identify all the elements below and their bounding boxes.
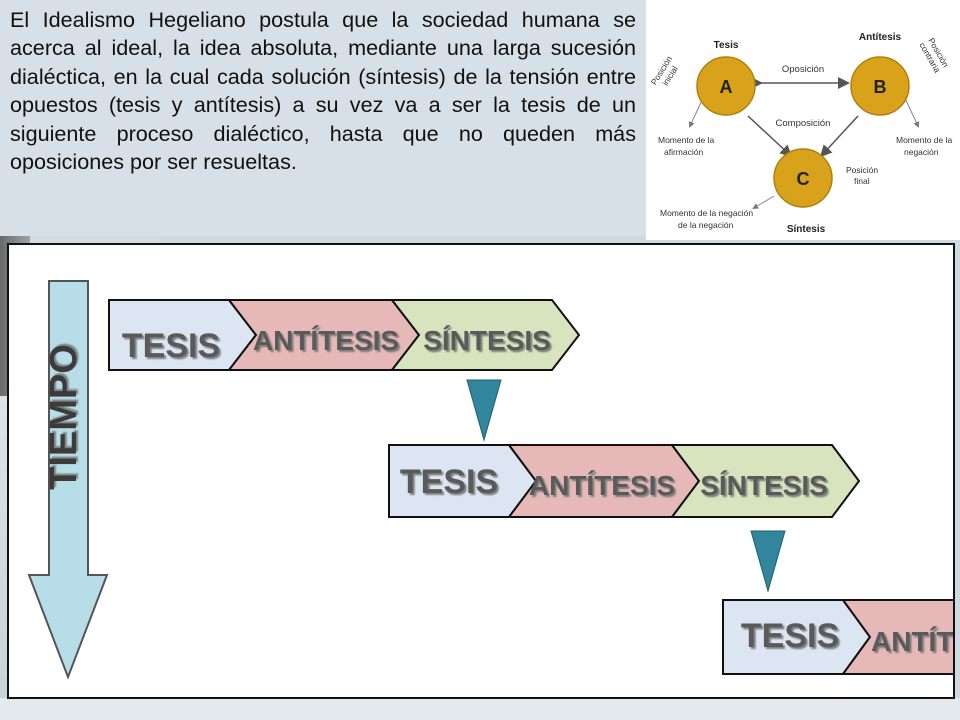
dialectic-row-3: TESIS ANTÍTESIS <box>722 599 960 675</box>
row1-tesis-label: TESIS <box>122 327 220 365</box>
row1-to-row2-connector <box>466 379 502 442</box>
dialectic-row-2: TESIS ANTÍTESIS SÍNTESIS <box>388 444 861 518</box>
bottom-strip <box>0 698 960 720</box>
node-b <box>850 56 910 116</box>
momento-afirmacion-line1: Momento de la <box>658 135 714 145</box>
antitesis-label: Antítesis <box>859 32 902 43</box>
node-b-label: B <box>874 77 887 97</box>
a-to-c-arrow <box>747 115 793 158</box>
row2-tesis-label: TESIS <box>400 463 498 501</box>
posicion-final-line2: final <box>854 176 870 186</box>
row2-antitesis-label: ANTÍTESIS <box>529 470 675 501</box>
row2-to-row3-connector <box>750 530 786 593</box>
description-paragraph: El Idealismo Hegeliano postula que la so… <box>10 7 636 175</box>
negacion-negacion-line2: de la negación <box>678 220 734 230</box>
momento-negacion-line2: negación <box>904 147 939 157</box>
row3-tesis-label: TESIS <box>741 617 839 655</box>
momento-negacion-line1: Momento de la <box>896 135 952 145</box>
small-arrow-b <box>903 95 920 128</box>
triad-svg: A B C Tesis Antítesis Síntesis Oposición… <box>649 32 953 235</box>
row1-sintesis-shape <box>389 299 581 371</box>
text-box: El Idealismo Hegeliano postula que la so… <box>0 0 646 236</box>
tiempo-label: TIEMPO <box>43 344 85 490</box>
row2-sintesis-label: SÍNTESIS <box>700 470 828 501</box>
row3-antitesis-label: ANTÍTESIS <box>871 626 953 657</box>
row2-sintesis-shape <box>670 444 861 518</box>
row3-antitesis-shape <box>841 599 960 675</box>
small-arrow-c <box>752 195 775 210</box>
composicion-label: Composición <box>776 118 831 129</box>
dialectic-row-1: TESIS ANTÍTESIS SÍNTESIS <box>108 299 581 371</box>
dialectic-triad-diagram: A B C Tesis Antítesis Síntesis Oposición… <box>646 0 960 240</box>
node-a-label: A <box>720 77 733 97</box>
node-a <box>696 56 756 116</box>
tiempo-arrow <box>27 280 109 680</box>
node-c <box>773 148 833 208</box>
b-to-c-arrow <box>819 115 859 158</box>
momento-afirmacion-line2: afirmación <box>664 147 703 157</box>
row1-sintesis-label: SÍNTESIS <box>423 325 551 356</box>
timeline-panel: TIEMPO TESIS ANTÍTESIS SÍNTESIS TESIS AN… <box>7 243 960 699</box>
posicion-final-line1: Posición <box>846 165 878 175</box>
negacion-negacion-line1: Momento de la negación <box>660 208 753 218</box>
sintesis-label: Síntesis <box>787 224 826 235</box>
timeline-svg: TIEMPO TESIS ANTÍTESIS SÍNTESIS TESIS AN… <box>27 280 960 680</box>
oposicion-label: Oposición <box>782 64 824 75</box>
node-c-label: C <box>797 169 810 189</box>
tesis-label: Tesis <box>714 40 739 51</box>
row1-antitesis-label: ANTÍTESIS <box>253 325 399 356</box>
